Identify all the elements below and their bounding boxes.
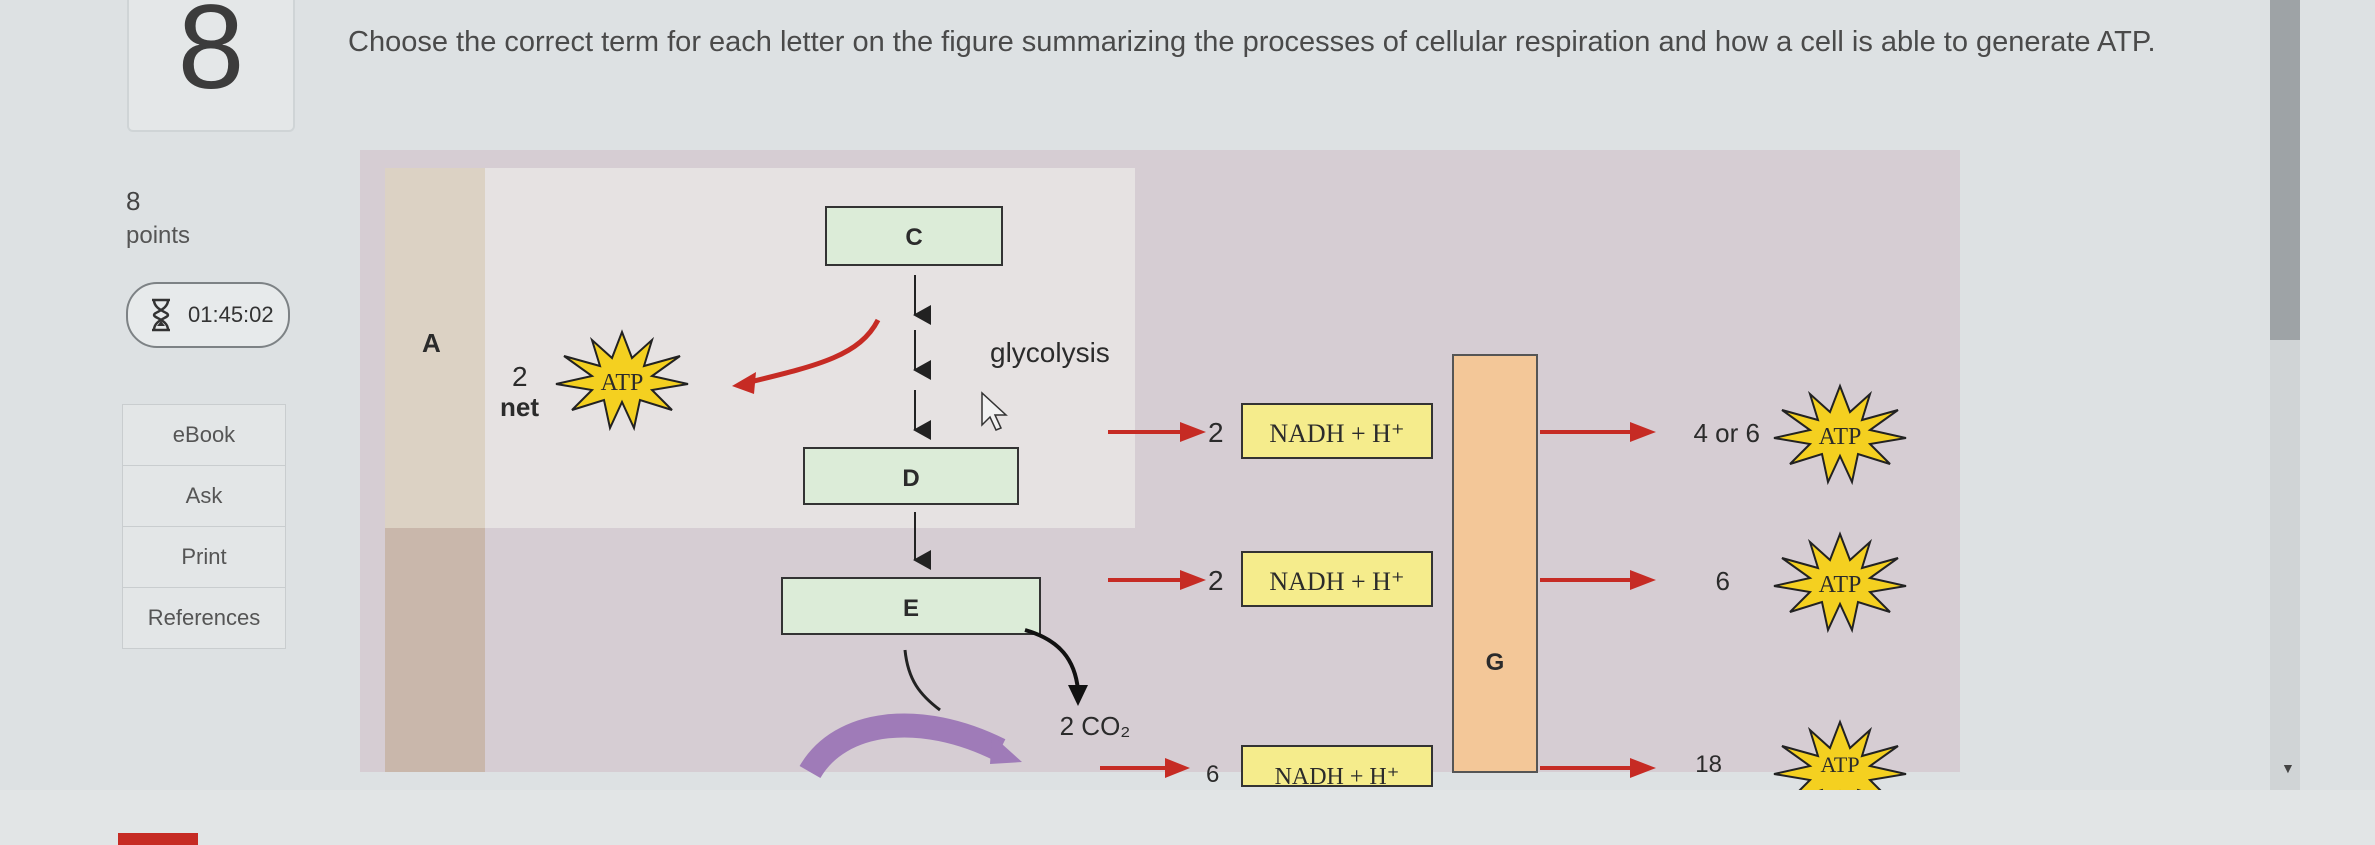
- atp-text-glycolysis: ATP: [601, 370, 644, 396]
- label-a: A: [422, 328, 441, 358]
- question-number-box: 8: [127, 0, 295, 132]
- co2-label: 2 CO₂: [1060, 711, 1131, 741]
- yield-2: 6: [1716, 566, 1730, 596]
- scrollbar-thumb[interactable]: [2270, 0, 2300, 340]
- sidebar-tools: eBook Ask Print References: [122, 404, 286, 649]
- mouse-cursor-icon: [981, 391, 1008, 431]
- sidebar-item-print[interactable]: Print: [123, 527, 285, 588]
- question-number: 8: [177, 0, 245, 114]
- nadh-1-text: NADH + H⁺: [1269, 419, 1404, 448]
- page-footer-area: [0, 790, 2375, 845]
- timer-value: 01:45:02: [188, 302, 274, 327]
- sidebar-item-references[interactable]: References: [147, 605, 261, 630]
- sidebar-item-ebook[interactable]: eBook: [123, 405, 285, 466]
- net-count: 2: [512, 361, 528, 392]
- nadh-2-text: NADH + H⁺: [1269, 567, 1404, 596]
- label-g: G: [1486, 649, 1505, 676]
- cellular-respiration-figure: A C D E G glycolysis 2 net ATP 2 NADH + …: [360, 150, 1960, 822]
- hourglass-icon: [152, 298, 170, 332]
- atp-star-1: [1773, 383, 1907, 486]
- box-e: [781, 577, 1041, 635]
- label-c: C: [905, 224, 922, 251]
- column-g: [1452, 354, 1538, 773]
- nadh-3-count: 6: [1206, 761, 1219, 788]
- sidebar-item-ask[interactable]: Ask: [123, 466, 285, 527]
- atp-star-2: [1773, 531, 1907, 634]
- atp-text-2: ATP: [1819, 572, 1862, 598]
- question-text: Choose the correct term for each letter …: [348, 26, 2156, 58]
- nadh-3-text: NADH + H⁺: [1275, 764, 1400, 790]
- timer[interactable]: 01:45:02: [126, 282, 290, 348]
- nadh-box-2: [1241, 551, 1433, 607]
- footer-tab[interactable]: [118, 833, 198, 845]
- nadh-1-count: 2: [1208, 417, 1224, 448]
- label-d: D: [902, 465, 919, 492]
- box-d: [803, 447, 1019, 505]
- glycolysis-label: glycolysis: [990, 337, 1110, 368]
- atp-text-1: ATP: [1819, 424, 1862, 450]
- points-label: points: [126, 222, 191, 249]
- atp-text-3: ATP: [1820, 752, 1859, 777]
- yield-1: 4 or 6: [1694, 418, 1761, 448]
- nadh-2-count: 2: [1208, 565, 1224, 596]
- atp-arrow: [749, 318, 881, 385]
- yield-3: 18: [1695, 751, 1722, 778]
- points-value: 8: [126, 186, 141, 216]
- box-c: [825, 206, 1003, 266]
- nadh-box-1: [1241, 403, 1433, 459]
- nadh-box-3: [1241, 745, 1433, 787]
- scroll-down-icon[interactable]: ▼: [2281, 760, 2295, 776]
- label-e: E: [903, 595, 919, 622]
- net-label: net: [500, 392, 539, 422]
- atp-star-glycolysis: [555, 329, 689, 432]
